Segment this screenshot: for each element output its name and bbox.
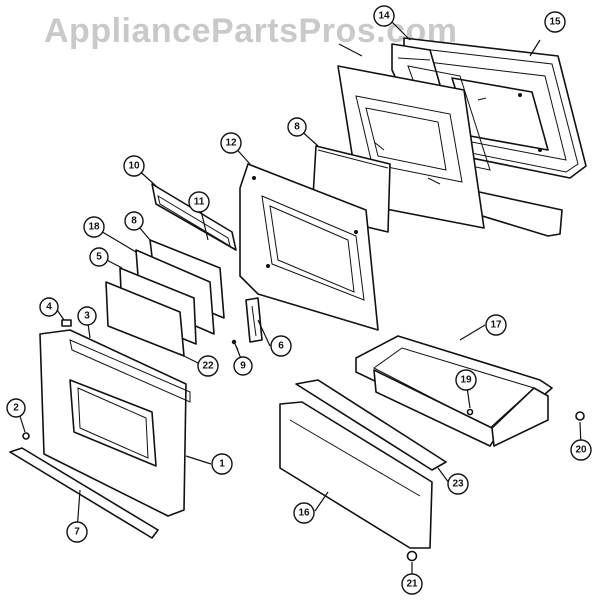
part-21-glide bbox=[406, 550, 418, 562]
callout-label: 18 bbox=[88, 222, 100, 233]
callout-label: 12 bbox=[225, 138, 237, 149]
part-12-door-inner-panel bbox=[239, 163, 379, 331]
callout-21: 21 bbox=[401, 573, 423, 595]
part-7-trim-strip bbox=[9, 447, 159, 539]
callout-label: 19 bbox=[460, 375, 472, 386]
callout-22: 22 bbox=[197, 355, 219, 377]
callout-1: 1 bbox=[211, 453, 233, 475]
callout-9: 9 bbox=[233, 356, 253, 376]
part-16-drawer-front bbox=[279, 401, 433, 549]
callout-label: 14 bbox=[378, 11, 390, 22]
callout-label: 10 bbox=[128, 161, 140, 172]
callout-label: 3 bbox=[84, 311, 90, 322]
callout-8-upper: 8 bbox=[287, 117, 307, 137]
callout-14: 14 bbox=[373, 5, 395, 27]
callout-label: 8 bbox=[294, 122, 300, 133]
callout-6: 6 bbox=[270, 335, 292, 357]
callout-label: 9 bbox=[240, 361, 246, 372]
callout-16: 16 bbox=[293, 502, 315, 524]
callout-8-lower: 8 bbox=[124, 211, 144, 231]
part-6-hinge bbox=[245, 297, 263, 343]
callout-label: 17 bbox=[490, 320, 502, 331]
callout-label: 22 bbox=[202, 361, 214, 372]
callout-label: 8 bbox=[131, 216, 137, 227]
callout-label: 23 bbox=[452, 479, 464, 490]
part-23-drawer-trim bbox=[295, 379, 447, 471]
part-20-glide bbox=[575, 411, 585, 421]
callout-label: 16 bbox=[298, 508, 310, 519]
callout-4: 4 bbox=[39, 297, 59, 317]
callout-label: 2 bbox=[13, 403, 19, 414]
callout-label: 11 bbox=[194, 197, 205, 208]
callout-10: 10 bbox=[123, 155, 145, 177]
callout-20: 20 bbox=[570, 439, 592, 461]
callout-19: 19 bbox=[455, 369, 477, 391]
callout-label: 6 bbox=[278, 341, 284, 352]
callout-17: 17 bbox=[485, 314, 507, 336]
part-17-drawer bbox=[355, 335, 553, 447]
part-19-screw bbox=[466, 408, 474, 416]
callout-15: 15 bbox=[544, 11, 566, 33]
callout-label: 7 bbox=[74, 527, 80, 538]
callout-11: 11 bbox=[188, 191, 210, 213]
part-1-outer-door bbox=[39, 329, 191, 517]
callout-label: 15 bbox=[549, 17, 561, 28]
callout-label: 4 bbox=[46, 302, 52, 313]
callout-5: 5 bbox=[89, 247, 109, 267]
callout-18: 18 bbox=[83, 216, 105, 238]
part-4-clip bbox=[61, 319, 72, 327]
callout-23: 23 bbox=[447, 473, 469, 495]
callout-label: 1 bbox=[219, 459, 225, 470]
callout-3: 3 bbox=[77, 306, 97, 326]
callout-label: 5 bbox=[96, 252, 102, 263]
callout-2: 2 bbox=[6, 398, 26, 418]
callout-label: 20 bbox=[575, 445, 587, 456]
callout-7: 7 bbox=[66, 521, 88, 543]
callout-label: 21 bbox=[406, 579, 418, 590]
callout-12: 12 bbox=[220, 132, 242, 154]
part-2-nut bbox=[22, 432, 30, 440]
